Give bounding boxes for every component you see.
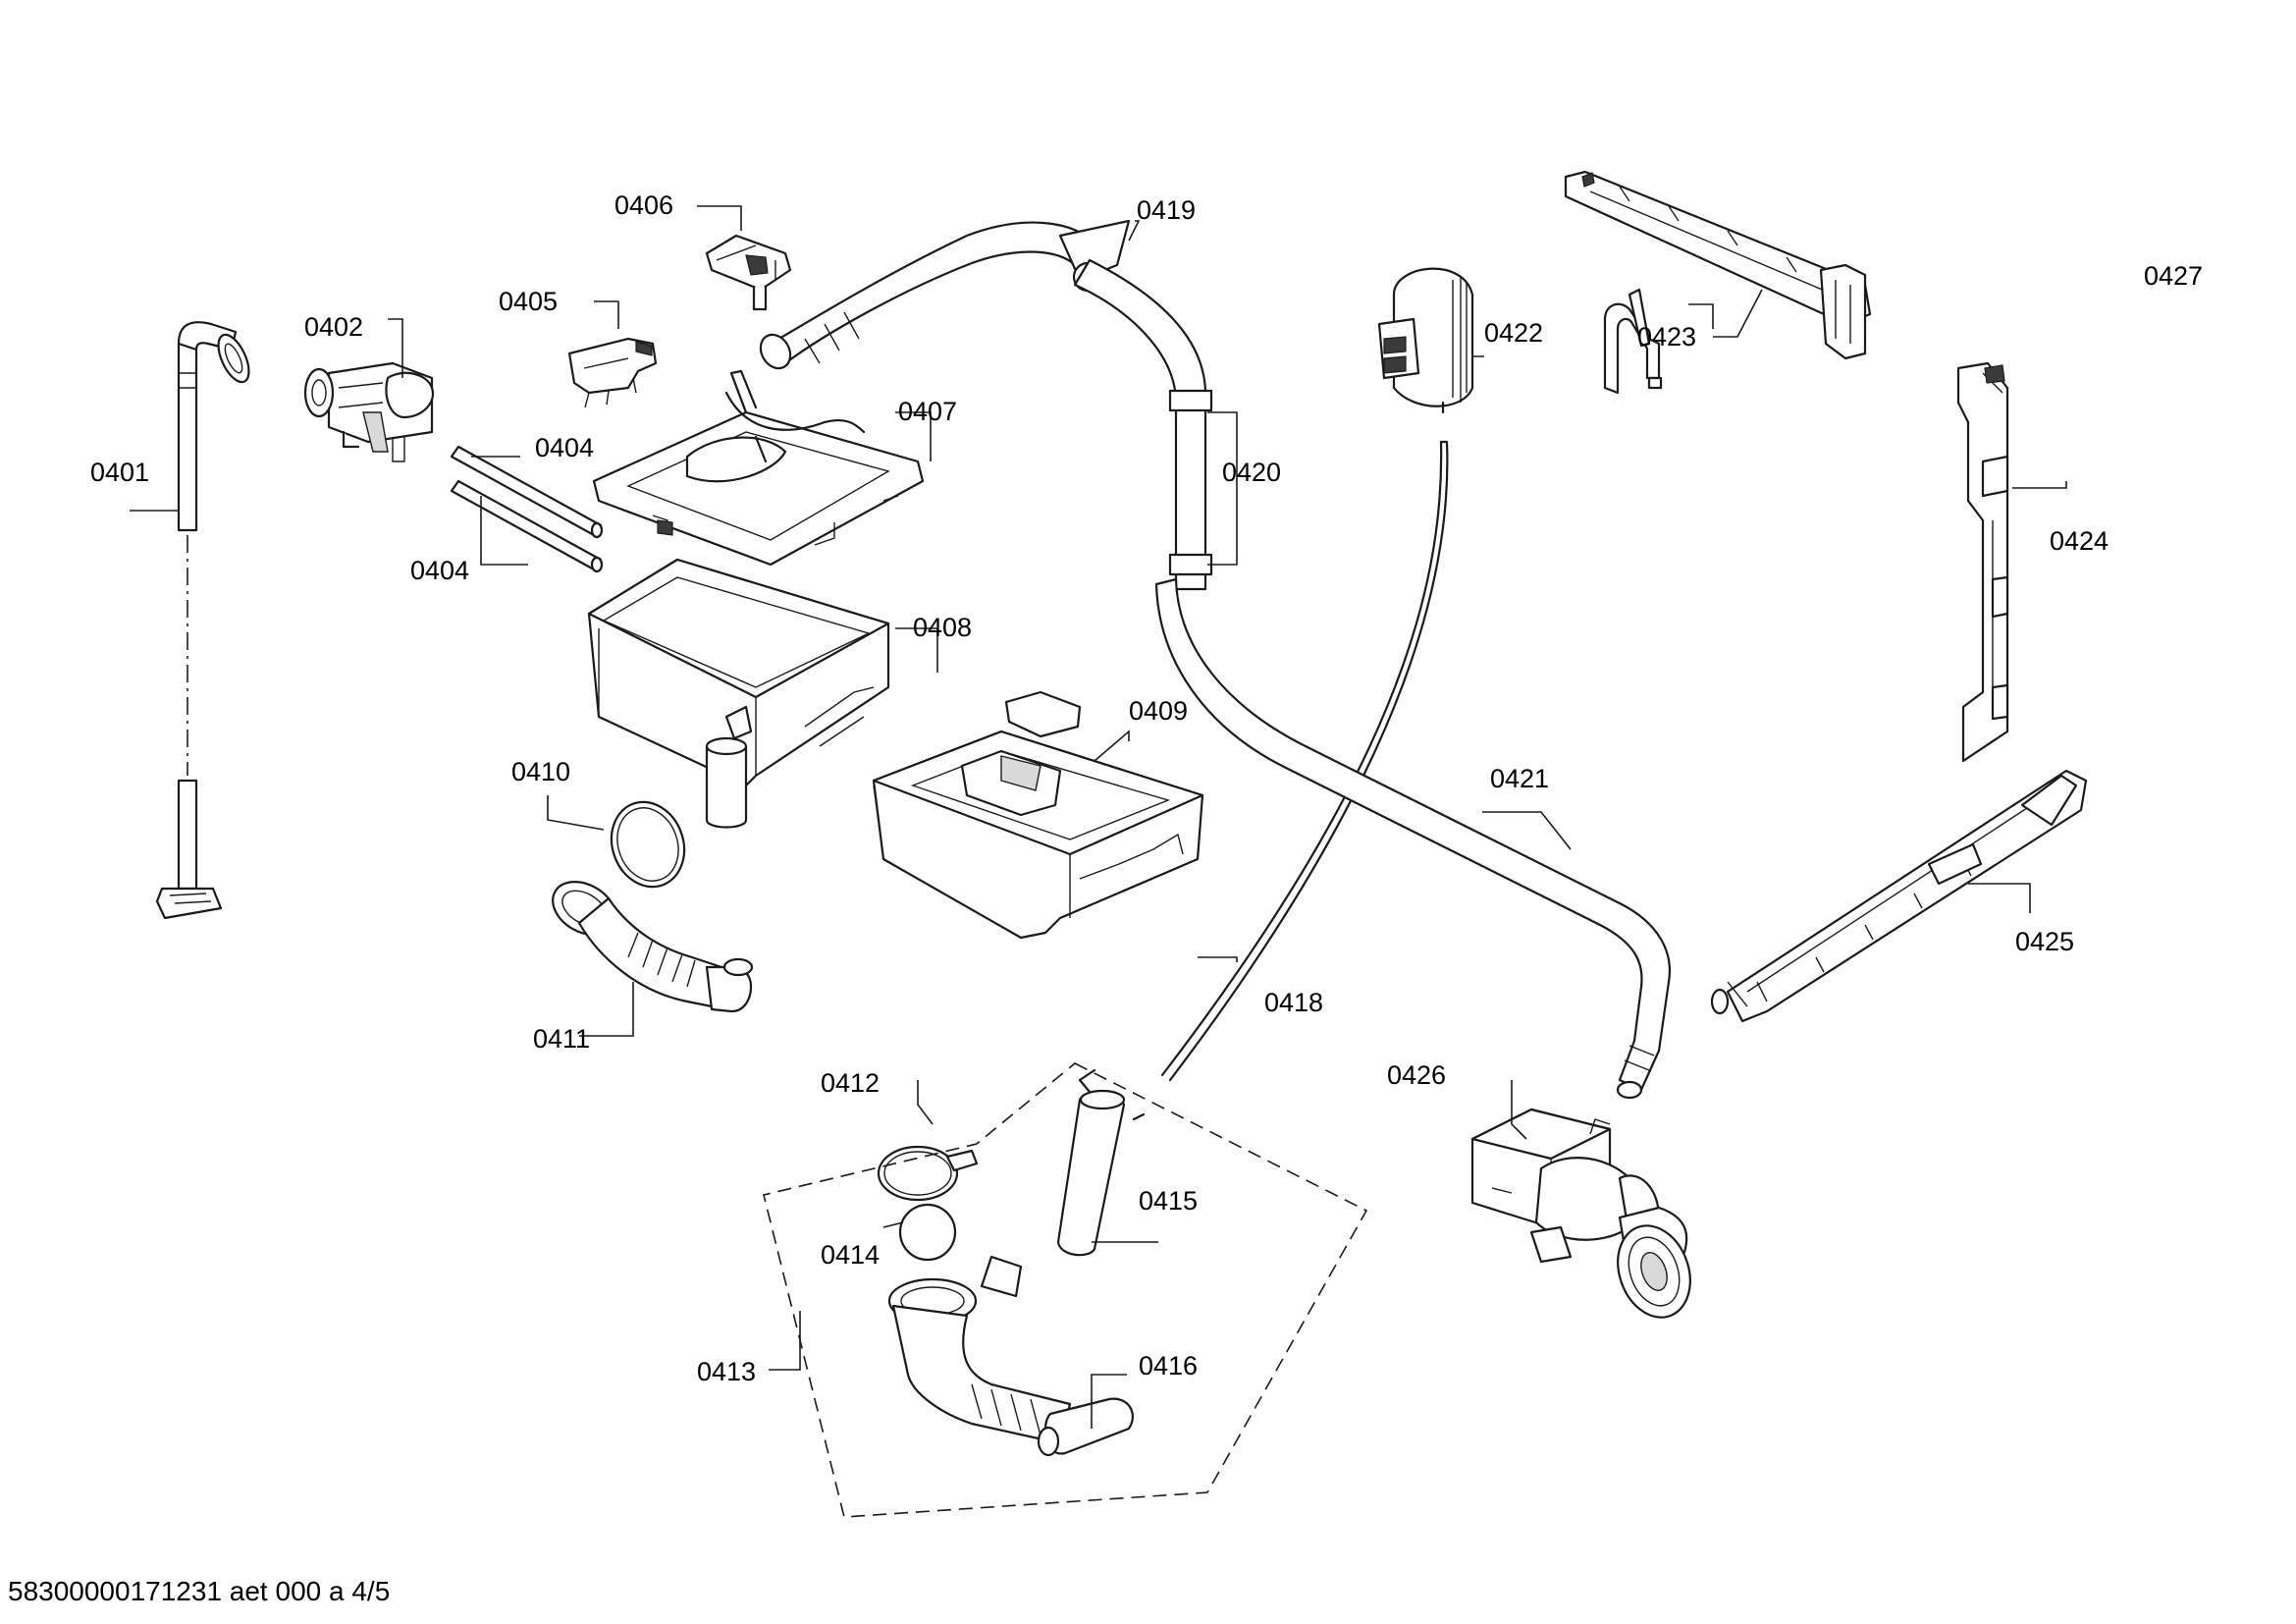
part-0420-hose[interactable] — [1073, 258, 1213, 591]
label-0408[interactable]: 0408 — [913, 613, 972, 642]
part-0412-clamp-ring[interactable] — [877, 1145, 979, 1202]
part-0410-ring[interactable] — [600, 791, 696, 896]
part-0427-hook[interactable] — [1603, 288, 1663, 395]
label-0423[interactable]: 0423 — [1637, 322, 1696, 352]
label-0416[interactable]: 0416 — [1139, 1351, 1198, 1380]
part-0422-pressure-switch[interactable] — [1377, 267, 1474, 414]
label-0415[interactable]: 0415 — [1139, 1186, 1198, 1216]
part-0404-rods[interactable] — [450, 445, 604, 573]
label-0418[interactable]: 0418 — [1264, 988, 1323, 1017]
part-0401-hose[interactable] — [155, 321, 255, 920]
label-0426[interactable]: 0426 — [1387, 1060, 1446, 1090]
label-0424[interactable]: 0424 — [2050, 526, 2109, 556]
part-0407-dispenser-lid[interactable] — [592, 369, 925, 567]
part-0424-side-rail[interactable] — [1956, 361, 2009, 763]
part-0406-clip[interactable] — [705, 234, 792, 311]
part-0415-float[interactable] — [1056, 1068, 1146, 1257]
label-0404-upper[interactable]: 0404 — [535, 433, 594, 462]
part-0425-bottom-rail[interactable] — [1710, 769, 2088, 1023]
label-0412[interactable]: 0412 — [821, 1068, 880, 1098]
part-0414-ball[interactable] — [898, 1203, 957, 1262]
part-0409-detergent-drawer[interactable] — [872, 690, 1204, 940]
label-0422[interactable]: 0422 — [1484, 318, 1543, 348]
label-0407[interactable]: 0407 — [898, 397, 957, 426]
label-0427[interactable]: 0427 — [2144, 261, 2203, 291]
label-0425[interactable]: 0425 — [2015, 927, 2074, 956]
leader-lines — [130, 205, 2067, 1429]
part-0423-top-rail[interactable] — [1564, 170, 1872, 360]
label-0413[interactable]: 0413 — [697, 1357, 756, 1386]
label-0405[interactable]: 0405 — [499, 287, 558, 316]
label-0410[interactable]: 0410 — [511, 757, 570, 786]
label-0409[interactable]: 0409 — [1129, 696, 1188, 726]
part-0418-tube[interactable] — [1160, 440, 1449, 1082]
label-0420[interactable]: 0420 — [1222, 458, 1281, 487]
part-0411-bellows-hose[interactable] — [544, 871, 754, 1013]
part-0408-dispenser-housing[interactable] — [587, 558, 890, 829]
label-0421[interactable]: 0421 — [1490, 764, 1549, 793]
part-0421-drain-hose[interactable] — [1154, 577, 1671, 1100]
part-0419-hose[interactable] — [755, 219, 1131, 374]
label-0411[interactable]: 0411 — [533, 1024, 590, 1054]
part-0402-valve[interactable] — [303, 361, 435, 462]
label-0401[interactable]: 0401 — [90, 458, 149, 487]
part-0416-sump-hose[interactable] — [887, 1255, 1135, 1457]
part-0413-group-outline — [763, 1062, 1368, 1518]
label-0414[interactable]: 0414 — [821, 1240, 880, 1270]
label-0406[interactable]: 0406 — [614, 190, 673, 220]
part-0426-drain-pump[interactable] — [1470, 1108, 1702, 1327]
label-0404-lower[interactable]: 0404 — [410, 556, 469, 585]
part-labels: 0401 0402 0404 0404 0405 0406 0407 0408 … — [90, 190, 2203, 1386]
part-0405-bracket[interactable] — [567, 337, 658, 408]
label-0419[interactable]: 0419 — [1137, 195, 1196, 225]
document-reference: 58300000171231 aet 000 a 4/5 — [8, 1576, 390, 1606]
label-0402[interactable]: 0402 — [304, 312, 363, 342]
